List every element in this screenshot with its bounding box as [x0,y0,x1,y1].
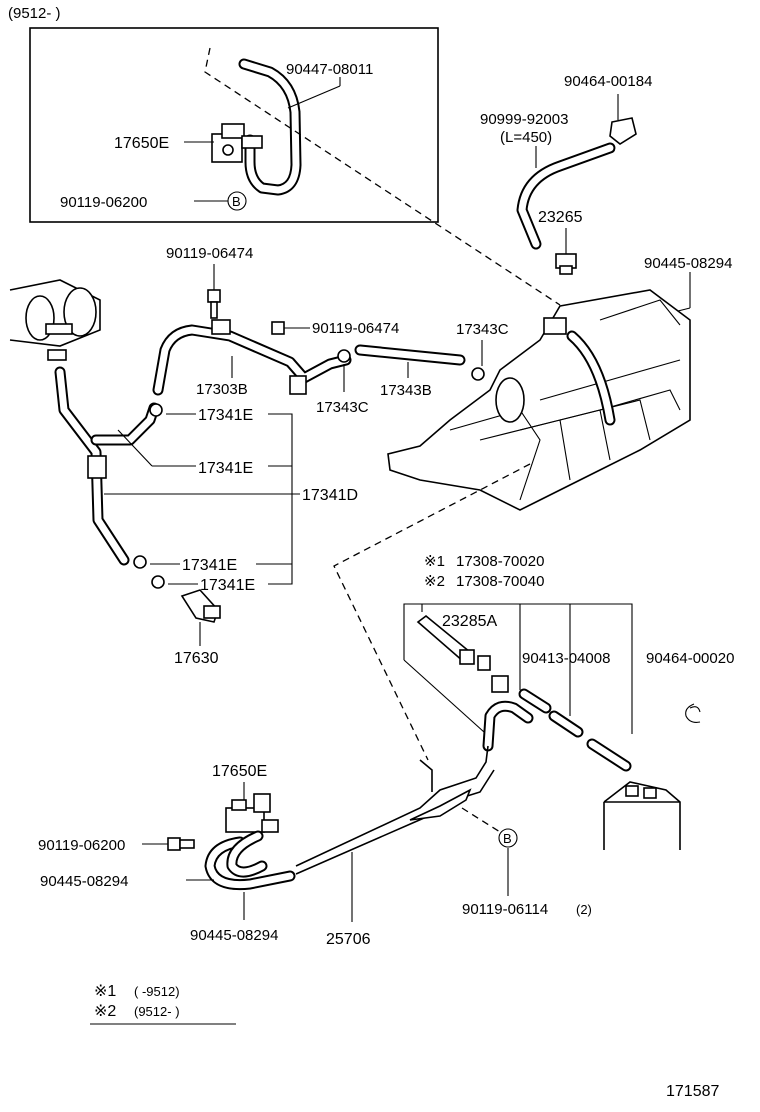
valve-17630 [180,589,221,623]
ref-marker-bottom [498,828,518,848]
clip-90464-00184 [609,117,637,145]
ref-dashed-link [461,807,501,833]
ref-marker-bottom-label: B [503,831,512,846]
bolt-90119-06200-bottom [167,837,195,851]
hose-17341D [54,366,160,566]
air-intake-duct [9,279,101,361]
canister [603,781,681,850]
callout-17650E-bottom: 17650E [212,763,267,780]
bolt-90119-06474-b [271,321,285,335]
callout-17341E-1: 17341E [198,407,253,424]
callout-90119-06200-top: 90119-06200 [60,194,147,211]
callout-90119-06114: 90119-06114 [462,901,548,918]
pipe-25706 [295,745,495,875]
callout-90119-06474-b: 90119-06474 [312,320,399,337]
hose-kit-17308 [482,675,632,772]
callout-17650E-top: 17650E [114,135,169,152]
callout-23265: 23265 [538,209,583,226]
hose-90999-92003 [516,142,616,250]
callout-90445-08294-a: 90445-08294 [40,873,128,890]
legend-row2-code: ※2 [94,1003,116,1020]
callout-90999-92003: 90999-92003 [480,111,568,128]
clamp-17343C-right [471,367,485,381]
clamp-17341E-4 [151,575,165,589]
callout-90445-08294-right: 90445-08294 [644,255,732,272]
note2-code: ※2 [424,573,445,590]
inset-hose-90447 [238,58,302,196]
pipe-17303B [152,319,352,396]
note1-code: ※1 [424,553,445,570]
intake-manifold [387,289,691,511]
callout-17343C-right: 17343C [456,321,509,338]
callout-17341D: 17341D [302,487,358,504]
legend: ※1 ( -9512) ※2 (9512- ) [90,983,236,1025]
fitting-23265 [555,253,577,275]
filter-23285A [416,614,491,671]
callout-90445-08294-b: 90445-08294 [190,927,278,944]
inset-vsv-17650E [211,123,263,163]
clamp-17343C-left [337,349,351,363]
callout-25706: 25706 [326,931,371,948]
callout-90999-length: (L=450) [500,129,552,146]
callout-90413-04008: 90413-04008 [522,650,610,667]
ref-marker-top [227,191,247,211]
callout-17341E-4: 17341E [200,577,255,594]
callout-90119-06114-qty: (2) [576,902,592,917]
hose-17343B [354,344,466,366]
callout-17630: 17630 [174,650,219,667]
callout-17303B: 17303B [196,381,248,398]
callout-90119-06200-bottom: 90119-06200 [38,837,125,854]
hoses-90445-08294 [204,830,296,891]
inset-dashed-link [204,47,561,306]
inset-box [29,27,439,223]
callout-17341E-3: 17341E [182,557,237,574]
inset-header: (9512- ) [8,5,61,22]
clip-90464-00020 [685,703,701,723]
legend-row1-code: ※1 [94,983,116,1000]
callout-90119-06474-a: 90119-06474 [166,245,253,262]
legend-row2-range: (9512- ) [134,1004,180,1019]
callout-17343B: 17343B [380,382,432,399]
bracket-17308 [403,603,633,734]
callout-17343C-left: 17343C [316,399,369,416]
lower-dashed-link [333,463,531,761]
legend-row1-range: ( -9512) [134,984,180,999]
note2-part: 17308-70040 [456,573,544,590]
bolt-90119-06474-a [207,289,221,319]
note1-part: 17308-70020 [456,553,544,570]
clamp-17341E-3 [133,555,147,569]
bracket-17341E [256,413,293,585]
callout-90447-08011: 90447-08011 [286,61,373,78]
callout-17341E-2: 17341E [198,460,253,477]
clamp-17341E-1 [149,403,163,417]
callout-90464-00184: 90464-00184 [564,73,652,90]
figure-number: 171587 [666,1083,719,1100]
callout-90464-00020: 90464-00020 [646,650,734,667]
ref-marker-top-label: B [232,194,241,209]
callout-23285A: 23285A [442,613,497,630]
vsv-17650E-bottom [225,793,279,833]
